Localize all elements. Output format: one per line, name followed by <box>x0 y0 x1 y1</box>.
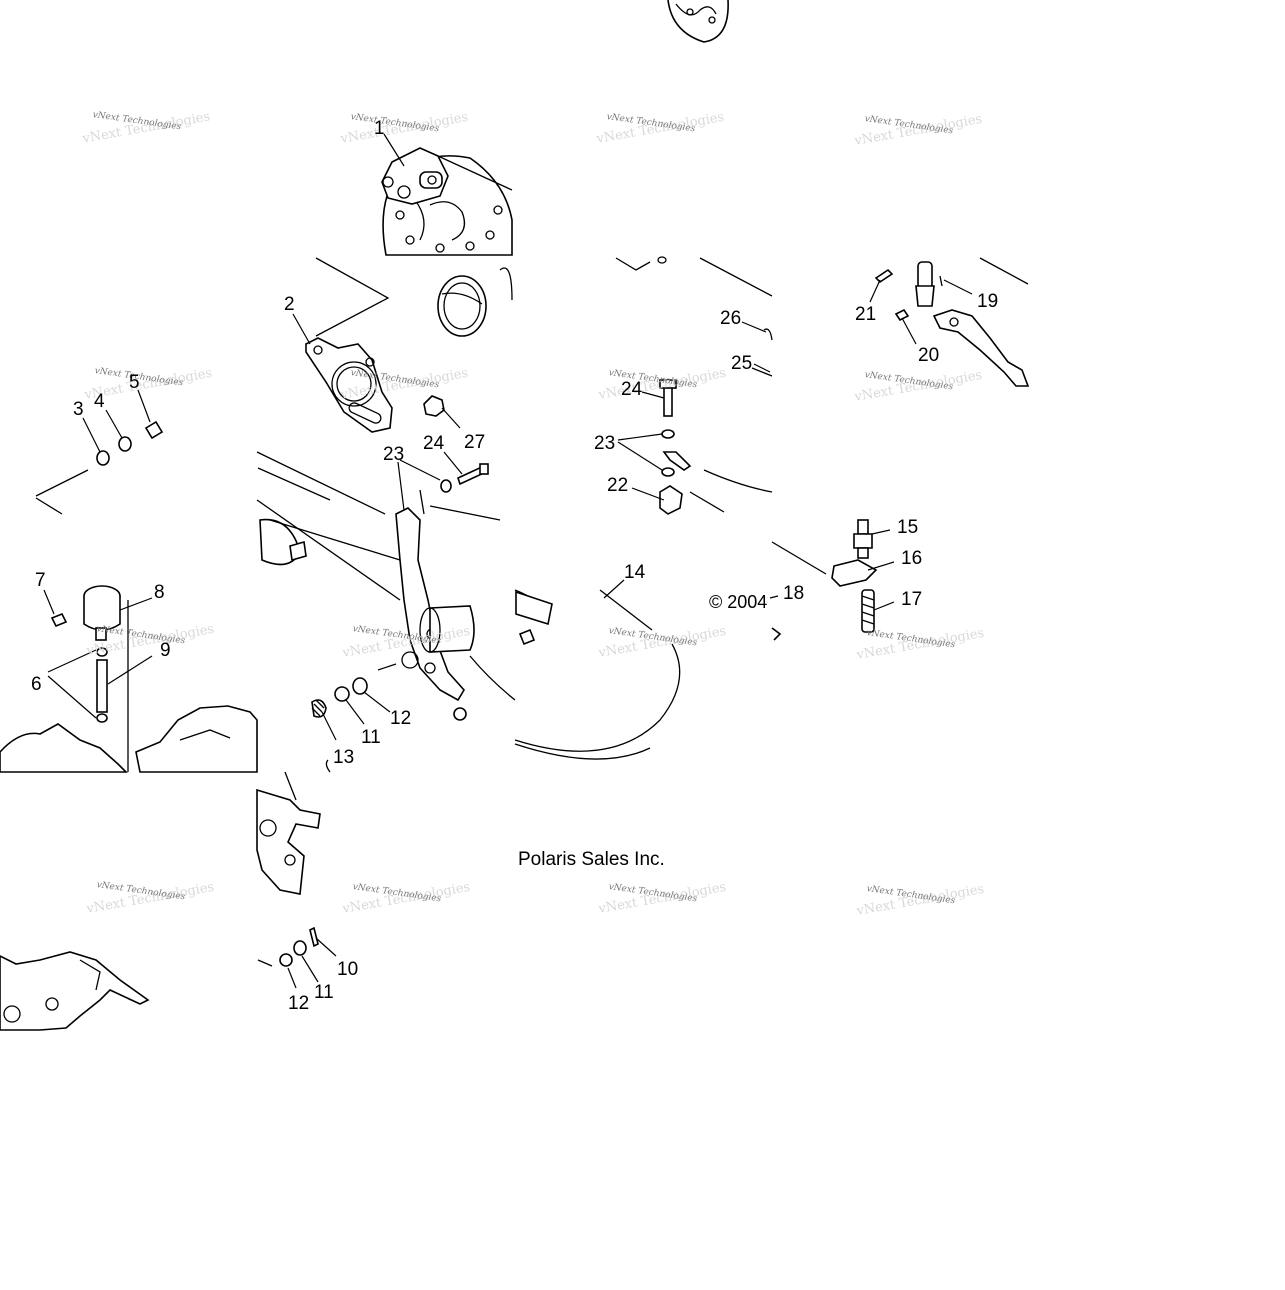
callout-27: 27 <box>464 432 485 453</box>
caliper-and-rotor <box>381 147 513 256</box>
callout-26: 26 <box>720 308 741 329</box>
pin-washer-group <box>256 771 321 967</box>
brake-cable-group <box>514 589 681 760</box>
callout-17: 17 <box>901 589 922 610</box>
callout-24-left: 24 <box>423 433 445 454</box>
callout-25: 25 <box>731 353 752 374</box>
callout-6: 6 <box>31 674 42 695</box>
return-spring-group <box>771 519 878 641</box>
master-cylinder-group <box>0 585 258 773</box>
washer-bolt-group <box>35 420 164 515</box>
callout-11-upper: 11 <box>361 727 381 748</box>
callout-16: 16 <box>901 548 922 569</box>
copyright-text: © 2004 <box>709 592 767 612</box>
callout-7: 7 <box>35 570 46 591</box>
leader-lines <box>43 133 973 989</box>
callout-12-lower: 12 <box>288 993 309 1014</box>
callout-24-right: 24 <box>621 379 643 400</box>
callout-11-lower: 11 <box>314 982 334 1003</box>
callout-18: 18 <box>783 583 804 604</box>
brake-pedal-group <box>874 257 1030 387</box>
fitting-group <box>615 256 773 515</box>
company-name: Polaris Sales Inc. <box>518 849 665 870</box>
callout-12-upper: 12 <box>390 708 411 729</box>
callout-14: 14 <box>624 562 646 583</box>
callout-15: 15 <box>897 517 918 538</box>
lever-and-spring-group <box>256 499 516 773</box>
callout-4: 4 <box>94 391 105 412</box>
watermarks: vNext Technologies vNext Technologies vN… <box>80 109 985 919</box>
callout-22: 22 <box>607 475 628 496</box>
callout-1: 1 <box>374 118 385 139</box>
callout-2: 2 <box>284 294 295 315</box>
callout-20: 20 <box>918 345 939 366</box>
top-rotor-fragment <box>667 0 729 43</box>
frame-fragment <box>0 951 150 1031</box>
callout-21: 21 <box>855 304 876 325</box>
callout-13: 13 <box>333 747 354 768</box>
callout-19: 19 <box>977 291 998 312</box>
callout-8: 8 <box>154 582 165 603</box>
callout-10: 10 <box>337 959 358 980</box>
callout-23-right: 23 <box>594 433 615 454</box>
callout-23-left: 23 <box>383 444 404 465</box>
bracket-and-bearing <box>256 257 513 515</box>
callout-labels: 1 2 3 4 5 6 7 8 9 10 11 11 12 12 13 14 1… <box>31 118 998 1014</box>
callout-9: 9 <box>160 640 171 661</box>
callout-3: 3 <box>73 399 84 420</box>
callout-5: 5 <box>129 372 140 393</box>
